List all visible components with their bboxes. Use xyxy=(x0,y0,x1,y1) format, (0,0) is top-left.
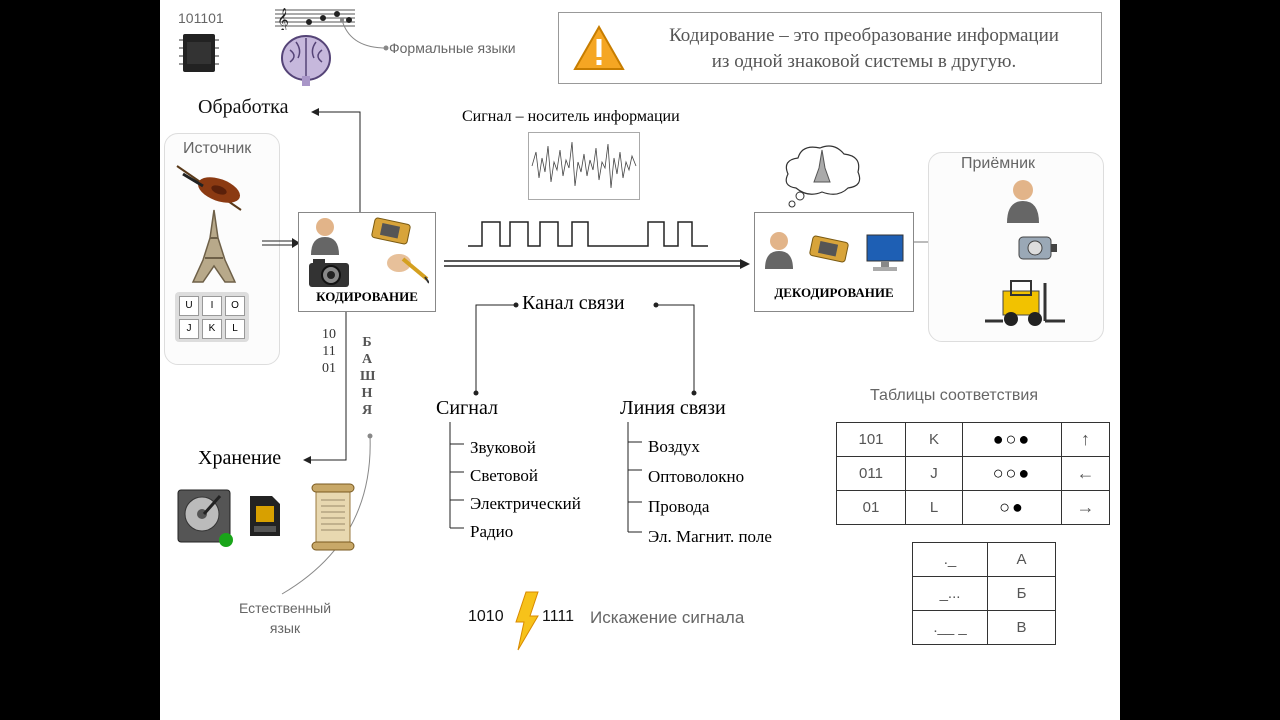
correspondence-title: Таблицы соответствия xyxy=(870,387,1038,404)
decoding-box: ДЕКОДИРОВАНИЕ xyxy=(754,212,914,312)
arrow-cell: → xyxy=(1061,490,1110,525)
table-row: 101 K ●○● ↑ xyxy=(836,422,1110,457)
table-row: 011 J ○○● ← xyxy=(836,456,1110,491)
signal-item-electric: Электрический xyxy=(470,494,581,513)
code-cell: 011 xyxy=(836,456,906,491)
morse-letter-cell: В xyxy=(987,610,1056,645)
memory-card-icon xyxy=(250,496,280,536)
connector-lines xyxy=(262,108,969,595)
brain-icon xyxy=(281,35,331,86)
signal-item-sound: Звуковой xyxy=(470,438,536,457)
code-cell: 01 xyxy=(836,490,906,525)
engine-icon xyxy=(1018,236,1057,260)
eiffel-tower-icon xyxy=(191,209,237,283)
svg-text:𝄞: 𝄞 xyxy=(277,9,289,30)
signal-waveform-icon xyxy=(528,132,640,200)
tower-word-vertical: БАШНЯ xyxy=(360,335,376,418)
person-icon xyxy=(765,232,793,269)
morse-code-cell: ._ xyxy=(912,542,988,577)
natural-language-label: Естественный язык xyxy=(230,598,340,638)
hard-drive-icon xyxy=(177,489,233,547)
hand-pencil-icon xyxy=(387,254,429,284)
source-title: Источник xyxy=(183,140,252,157)
person-icon xyxy=(311,218,339,255)
line-title: Линия связи xyxy=(620,397,726,419)
key-u: U xyxy=(179,296,199,316)
music-notes-icon: 𝄞 xyxy=(275,9,355,30)
encoding-box: КОДИРОВАНИЕ xyxy=(298,212,436,312)
code-cell: 101 xyxy=(836,422,906,457)
thought-cloud-icon xyxy=(785,145,861,195)
storage-label: Хранение xyxy=(198,447,282,469)
processor-icon xyxy=(809,235,849,263)
forklift-icon xyxy=(985,280,1065,326)
signal-list: Звуковой Световой Электрический Радио xyxy=(470,434,581,546)
signal-item-light: Световой xyxy=(470,466,539,485)
signal-item-radio: Радио xyxy=(470,522,514,541)
line-item-air: Воздух xyxy=(648,437,700,456)
receiver-panel: Приёмник xyxy=(928,152,1104,342)
arrow-cell: ← xyxy=(1061,456,1110,491)
distortion-before: 1010 xyxy=(468,608,504,625)
key-i: I xyxy=(202,296,222,316)
line-item-fiber: Оптоволокно xyxy=(648,467,745,486)
morse-table: ._ А _... Б .__ _ В xyxy=(912,542,1056,645)
table-row: ._ А xyxy=(912,542,1056,577)
decoding-label: ДЕКОДИРОВАНИЕ xyxy=(774,285,894,300)
formal-binary: 101101 xyxy=(178,10,224,26)
distortion-label: Искажение сигнала xyxy=(590,608,745,627)
natural-language-line-1: Естественный xyxy=(238,600,332,616)
line-item-wires: Провода xyxy=(648,497,710,516)
key-j: J xyxy=(179,319,199,339)
dots-cell: ○● xyxy=(962,490,1062,525)
formal-languages-label: Формальные языки xyxy=(389,40,516,56)
line-item-em-field: Эл. Магнит. поле xyxy=(648,527,772,546)
signal-title: Сигнал xyxy=(436,397,498,419)
line-list: Воздух Оптоволокно Провода Эл. Магнит. п… xyxy=(648,432,772,552)
letter-cell: L xyxy=(905,490,963,525)
table-row: .__ _ В xyxy=(912,610,1056,645)
distortion-after: 1111 xyxy=(542,608,575,625)
slide: 101101 𝄞 Формальные языки Кодирование – … xyxy=(160,0,1120,720)
scroll-icon xyxy=(311,483,355,551)
keyboard-icon: U I O J K L xyxy=(175,292,249,342)
natural-language-line-2: язык xyxy=(269,620,301,636)
chip-icon xyxy=(179,34,219,72)
receiver-title: Приёмник xyxy=(961,155,1036,172)
definition-box: Кодирование – это преобразование информа… xyxy=(558,12,1102,84)
arrow-cell: ↑ xyxy=(1061,422,1110,457)
channel-label: Канал связи xyxy=(522,292,625,314)
key-l: L xyxy=(225,319,245,339)
binary-vertical: 101101 xyxy=(322,327,336,376)
key-o: O xyxy=(225,296,245,316)
signal-carrier-label: Сигнал – носитель информации xyxy=(462,108,680,125)
person-icon xyxy=(1007,180,1039,223)
morse-code-cell: .__ _ xyxy=(912,610,988,645)
warning-icon xyxy=(573,25,625,70)
table-row: 01 L ○● → xyxy=(836,490,1110,525)
dots-cell: ○○● xyxy=(962,456,1062,491)
correspondence-table: 101 K ●○● ↑ 011 J ○○● ← 01 L ○● → xyxy=(836,422,1110,525)
source-panel: Источник U I O J K L xyxy=(164,133,280,365)
lightning-icon xyxy=(515,591,539,651)
table-row: _... Б xyxy=(912,576,1056,611)
letter-cell: J xyxy=(905,456,963,491)
morse-letter-cell: А xyxy=(987,542,1056,577)
processor-icon xyxy=(371,217,411,245)
formal-pointer-line xyxy=(340,18,389,51)
key-k: K xyxy=(202,319,222,339)
morse-letter-cell: Б xyxy=(987,576,1056,611)
encoding-label: КОДИРОВАНИЕ xyxy=(316,289,418,304)
dots-cell: ●○● xyxy=(962,422,1062,457)
violin-icon xyxy=(176,165,242,211)
definition-line-1: Кодирование – это преобразование информа… xyxy=(669,25,1059,46)
processing-label: Обработка xyxy=(198,96,289,118)
camera-icon xyxy=(309,259,349,287)
monitor-icon xyxy=(866,234,904,271)
definition-line-2: из одной знаковой системы в другую. xyxy=(711,51,1017,72)
letter-cell: K xyxy=(905,422,963,457)
morse-code-cell: _... xyxy=(912,576,988,611)
